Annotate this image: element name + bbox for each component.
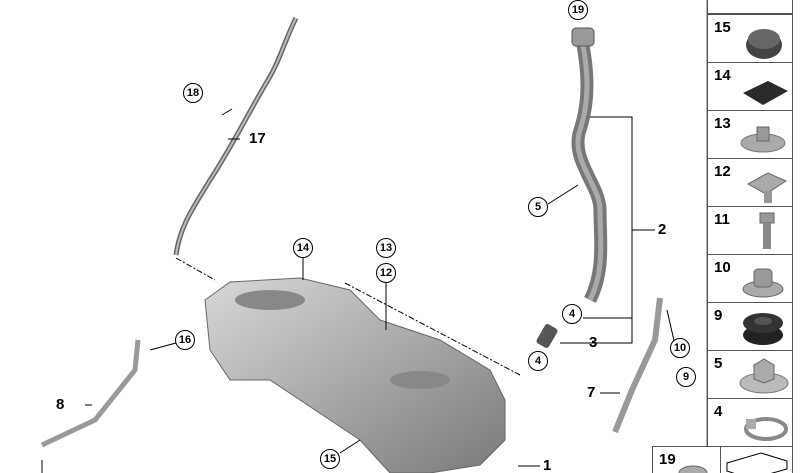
callout-9[interactable]: 9: [676, 367, 696, 387]
hose-piece: [536, 324, 558, 348]
collar-nut-icon: [742, 268, 784, 298]
callout-16[interactable]: 16: [175, 330, 195, 350]
legend-cell-9[interactable]: 9: [707, 302, 793, 351]
rubber-plug-icon: [746, 29, 782, 59]
legend-cell-4[interactable]: 4: [707, 398, 793, 447]
fuel-tank: [204, 277, 506, 473]
legend-cell-11[interactable]: 11: [707, 206, 793, 255]
callout-12[interactable]: 12: [376, 263, 396, 283]
legend-cell-wedge: [720, 446, 793, 473]
callout-18[interactable]: 18: [183, 83, 203, 103]
callout-13[interactable]: 13: [376, 238, 396, 258]
legend-cell-19[interactable]: 19: [652, 446, 721, 473]
clip-nut-icon: [746, 172, 788, 203]
label-8[interactable]: 8: [56, 396, 65, 413]
flange-nut-icon: [740, 126, 786, 153]
nut-icon: [678, 465, 708, 473]
callout-4-bottom[interactable]: 4: [528, 351, 548, 371]
legend-cell-partial: [707, 0, 793, 14]
legend-cell-13[interactable]: 13: [707, 110, 793, 159]
legend-cell-10[interactable]: 10: [707, 254, 793, 303]
strap-7: [612, 297, 663, 434]
grommet-icon: [743, 313, 783, 345]
legend-cell-12[interactable]: 12: [707, 158, 793, 207]
label-17[interactable]: 17: [249, 130, 266, 147]
callout-19[interactable]: 19: [568, 0, 588, 20]
callout-4-top[interactable]: 4: [562, 304, 582, 324]
legend-cell-15[interactable]: 15: [707, 14, 793, 63]
hex-flange-nut-icon: [739, 358, 789, 394]
label-1[interactable]: 1: [543, 457, 552, 473]
legend-cell-5[interactable]: 5: [707, 350, 793, 399]
callout-5[interactable]: 5: [528, 197, 548, 217]
label-3[interactable]: 3: [589, 334, 598, 351]
label-2[interactable]: 2: [658, 221, 667, 238]
callout-15[interactable]: 15: [320, 449, 340, 469]
hose-clamp-icon: [744, 417, 788, 441]
screw-icon: [759, 212, 775, 249]
strap-8: [40, 339, 141, 448]
legend-cell-14[interactable]: 14: [707, 62, 793, 111]
filler-pipe: [571, 38, 608, 303]
foam-pad-icon: [743, 81, 788, 105]
callout-10[interactable]: 10: [670, 338, 690, 358]
callout-14[interactable]: 14: [293, 238, 313, 258]
label-7[interactable]: 7: [587, 384, 596, 401]
wedge-block-icon: [726, 452, 788, 473]
